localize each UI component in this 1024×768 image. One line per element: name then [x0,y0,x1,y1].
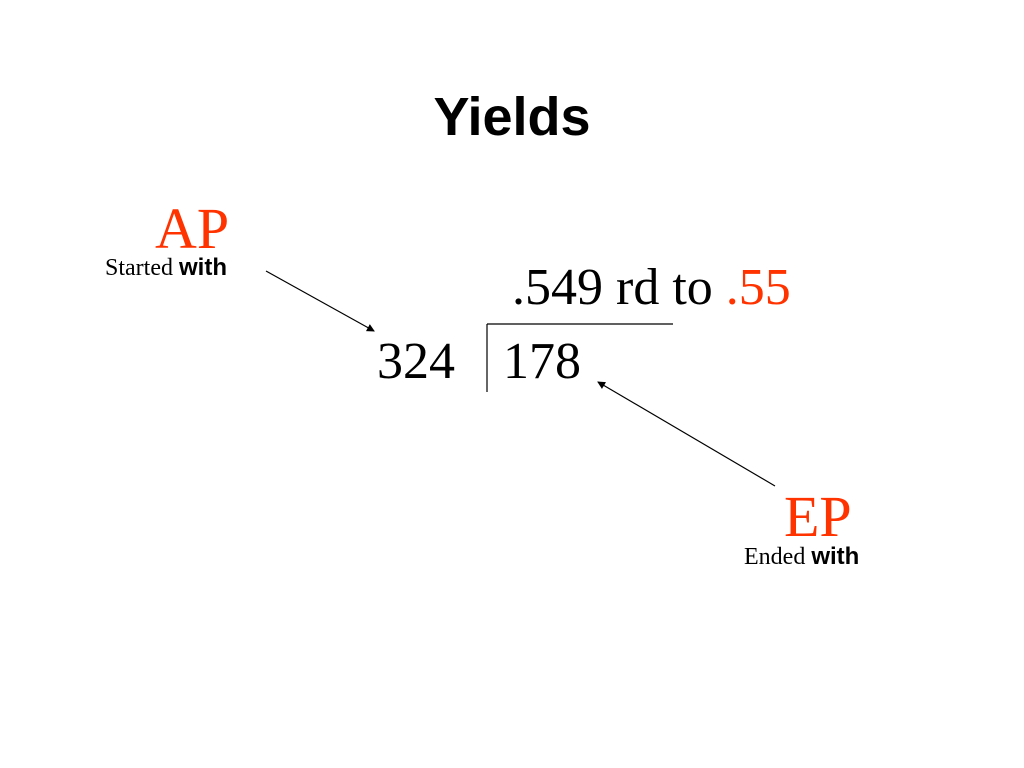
slide-title: Yields [433,87,591,147]
ended-with-label: Ended with [744,543,860,570]
start-arrow [265,270,375,332]
dividend-value: 178 [503,333,581,390]
ep-abbreviation: EP [784,484,852,549]
ended-with-text: with [811,543,860,570]
quotient-line: .549 rd to .55 [512,262,791,314]
ap-abbreviation: AP [155,196,230,261]
started-with-text: with [178,254,227,281]
ended-text: Ended [744,544,806,570]
divisor-value: 324 [377,333,455,390]
rounded-value: .55 [725,259,791,316]
started-text: Started [105,255,173,281]
end-arrow [597,381,776,487]
started-with-label: Started with [105,254,227,281]
quotient-value: .549 rd to [512,259,713,316]
